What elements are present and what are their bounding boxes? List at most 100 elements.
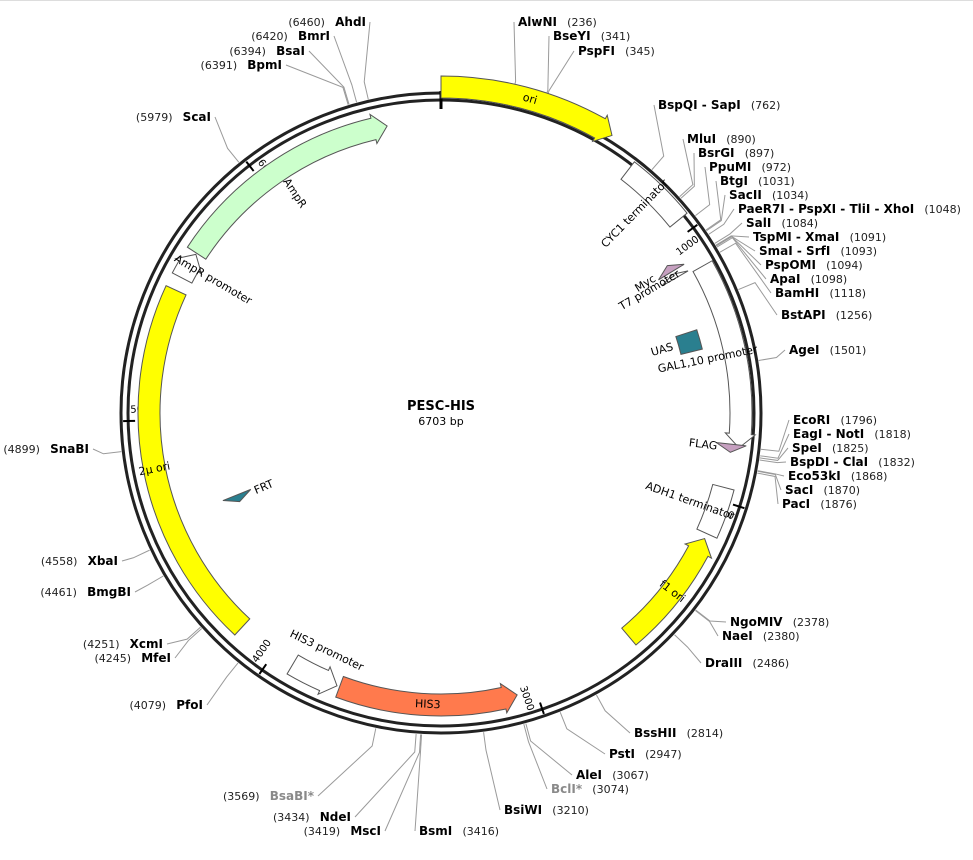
restriction-site[interactable]: (6420) BmrI [251,25,330,44]
site-connector [757,470,782,491]
feature-label-his3: HIS3 [415,697,441,711]
feature-label-ori: ori [521,91,538,107]
site-connector [695,610,719,637]
restriction-site[interactable]: (4079) PfoI [130,694,203,713]
restriction-site[interactable]: (4251) XcmI [83,633,163,652]
restriction-site[interactable]: ApaI (1098) [770,268,847,287]
site-name: NgoMIV [730,615,783,629]
restriction-site[interactable]: PpuMI (972) [709,156,791,175]
site-position: (1818) [874,428,911,441]
restriction-site[interactable]: MluI (890) [687,128,756,147]
restriction-site[interactable]: (6391) BpmI [201,54,282,73]
feature-uas [675,329,703,355]
site-position: (1094) [826,259,863,272]
restriction-site[interactable]: SacI (1870) [785,479,860,498]
site-name: PfoI [176,698,203,712]
site-position: (1091) [850,231,887,244]
tick-mark [732,503,745,510]
restriction-site[interactable]: EagI - NotI (1818) [793,423,911,442]
feature-label-2mu-ori: 2μ ori [138,459,172,478]
restriction-site[interactable]: AleI (3067) [576,764,649,783]
feature-2mu-ori [137,284,251,636]
site-name: MfeI [141,651,171,665]
restriction-site[interactable]: EcoRI (1796) [793,409,877,428]
restriction-site[interactable]: PstI (2947) [609,743,682,762]
restriction-site[interactable]: SpeI (1825) [792,437,869,456]
site-connector [333,35,358,103]
site-name: ScaI [183,110,211,124]
site-connector-lines [92,21,790,832]
site-name: BspDI - ClaI [790,455,868,469]
restriction-site[interactable]: DraIII (2486) [705,652,789,671]
restriction-site[interactable]: TspMI - XmaI (1091) [753,226,886,245]
restriction-site[interactable]: BtgI (1031) [720,170,795,189]
restriction-site[interactable]: (6394) BsaI [229,40,305,59]
site-position: (4079) [130,699,167,712]
restriction-site[interactable]: AlwNI (236) [518,11,597,30]
site-position: (3434) [273,811,310,824]
restriction-site[interactable]: (4558) XbaI [41,550,118,569]
restriction-site[interactable]: Eco53kI (1868) [788,465,887,484]
restriction-site[interactable]: AgeI (1501) [789,339,866,358]
site-name: MscI [350,824,381,838]
restriction-site[interactable]: (3434) NdeI [273,806,351,825]
feature-myc [658,263,685,281]
tick-label: 4000 [250,638,274,665]
site-connector [651,104,665,171]
restriction-site[interactable]: (3569) BsaBI* [223,785,315,804]
restriction-site[interactable]: SacII (1034) [729,184,809,203]
restriction-site[interactable]: BsmI (3416) [419,820,499,839]
site-name: BclI* [551,782,583,796]
site-position: (3067) [612,769,649,782]
site-position: (3419) [304,825,341,838]
restriction-site[interactable]: BssHII (2814) [634,722,723,741]
restriction-site[interactable]: PaeR7I - PspXI - TliI - XhoI (1048) [738,198,961,217]
restriction-site[interactable]: PacI (1876) [782,493,857,512]
site-name: PpuMI [709,160,751,174]
restriction-site[interactable]: NaeI (2380) [722,625,800,644]
site-name: AleI [576,768,602,782]
site-position: (3569) [223,790,260,803]
site-position: (3210) [552,804,589,817]
site-position: (1876) [820,498,857,511]
site-connector [716,237,767,280]
restriction-site[interactable]: (4461) BmgBI [40,581,131,600]
site-connector [354,733,417,818]
restriction-site[interactable]: SmaI - SrfI (1093) [759,240,877,259]
site-position: (972) [762,161,792,174]
feature-his3-promoter [286,654,338,696]
restriction-site[interactable]: BstAPI (1256) [781,304,872,323]
restriction-site[interactable]: BsrGI (897) [698,142,774,161]
restriction-site[interactable]: BclI* (3074) [551,778,629,797]
restriction-site[interactable]: PspFI (345) [578,40,655,59]
site-connector [483,732,501,811]
restriction-site[interactable]: (6460) AhdI [288,11,366,30]
restriction-site[interactable]: BspQI - SapI (762) [658,94,780,113]
site-position: (1098) [811,273,848,286]
restriction-site[interactable]: (5979) ScaI [136,106,211,125]
site-name: PstI [609,747,635,761]
site-name: BtgI [720,174,748,188]
restriction-site[interactable]: BseYI (341) [553,25,630,44]
restriction-site[interactable]: PspOMI (1094) [765,254,863,273]
site-name: EagI - NotI [793,427,864,441]
site-connector [760,433,790,459]
site-position: (6391) [201,59,238,72]
site-connector [174,628,203,659]
restriction-site[interactable]: (4899) SnaBI [3,438,89,457]
restriction-site[interactable]: (4245) MfeI [94,647,171,666]
tick-mark [539,702,545,715]
restriction-site[interactable]: (3419) MscI [304,820,381,839]
restriction-site[interactable]: BsiWI (3210) [504,799,589,818]
restriction-site[interactable]: BamHI (1118) [775,282,866,301]
restriction-site[interactable]: NgoMIV (2378) [730,611,829,630]
site-connector [758,349,786,361]
site-connector [719,242,772,294]
site-name: XcmI [130,637,163,651]
restriction-site[interactable]: BspDI - ClaI (1832) [790,451,915,470]
site-position: (345) [625,45,655,58]
restriction-site[interactable]: SalI (1084) [746,212,818,231]
feature-t7-promoter [661,270,689,287]
site-connector [695,166,711,217]
